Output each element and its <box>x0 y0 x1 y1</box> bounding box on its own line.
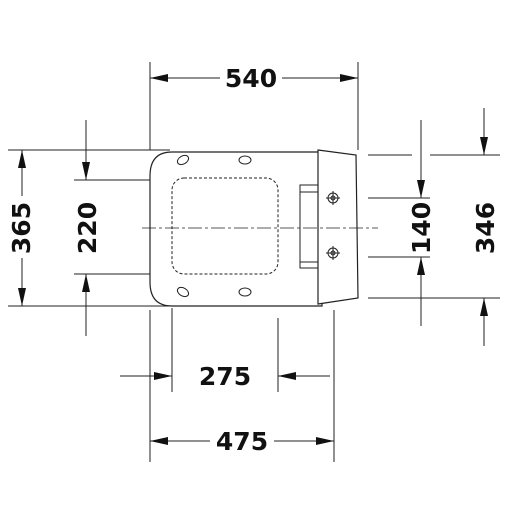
dimension-365: 365 <box>7 150 36 306</box>
dimension-475-label: 475 <box>216 427 268 456</box>
bumper-bottom-right <box>238 287 252 297</box>
dimension-365-label: 365 <box>7 202 36 254</box>
dimension-540: 540 <box>150 64 358 93</box>
bumper-top-left <box>176 154 190 166</box>
mount-hole-bottom <box>326 246 340 260</box>
dimension-475: 475 <box>150 427 334 456</box>
seat-opening <box>171 177 279 275</box>
seat-top-view <box>142 149 378 307</box>
mount-hole-top <box>326 191 340 205</box>
extension-lines <box>8 62 500 462</box>
dimension-275: 275 <box>120 362 330 391</box>
dimension-220: 220 <box>73 120 102 336</box>
dimension-275-label: 275 <box>199 362 251 391</box>
dimension-540-label: 540 <box>225 64 277 93</box>
hinge-recess <box>299 184 318 269</box>
dimension-140: 140 <box>407 120 436 326</box>
hinge-block <box>317 149 359 305</box>
dimension-140-label: 140 <box>407 202 436 254</box>
dimension-346-label: 346 <box>471 202 500 254</box>
dimension-220-label: 220 <box>73 202 102 254</box>
dimension-346: 346 <box>471 108 500 346</box>
bumper-bottom-left <box>176 286 190 298</box>
bumper-top-right <box>238 155 252 165</box>
seat-outline <box>149 151 323 307</box>
